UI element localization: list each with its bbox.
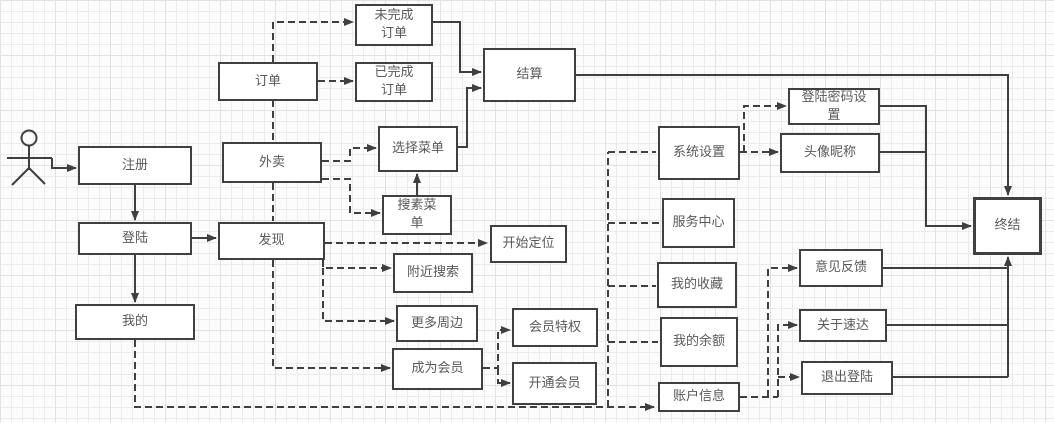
edge-password-end bbox=[880, 105, 972, 230]
node-register: 注册 bbox=[78, 146, 192, 185]
node-choose-menu: 选择菜单 bbox=[378, 126, 458, 172]
node-search-menu: 搜素菜单 bbox=[382, 195, 452, 235]
node-about-suda: 关于速达 bbox=[799, 309, 887, 342]
edge-takeout-choosemenu bbox=[322, 144, 377, 162]
edge-discover-morenearby bbox=[322, 268, 395, 325]
node-finished-orders: 已完成订单 bbox=[355, 62, 433, 102]
edge-accountinfo-feedback bbox=[767, 264, 798, 397]
node-become-member: 成为会员 bbox=[392, 348, 483, 390]
node-logout: 退出登陆 bbox=[801, 361, 893, 395]
node-more-nearby: 更多周边 bbox=[396, 305, 478, 342]
node-unfinished-orders: 未完成订单 bbox=[355, 4, 433, 46]
node-system-settings: 系统设置 bbox=[658, 126, 740, 180]
edge-settings-password bbox=[743, 102, 787, 152]
node-my-balance: 我的余额 bbox=[660, 317, 738, 367]
node-login: 登陆 bbox=[78, 222, 192, 255]
node-discover: 发现 bbox=[218, 222, 325, 260]
node-nearby-search: 附近搜索 bbox=[393, 253, 473, 293]
node-end: 终结 bbox=[973, 197, 1042, 255]
node-my-favorites: 我的收藏 bbox=[657, 262, 737, 308]
edge-choosemenu-checkout bbox=[458, 84, 482, 148]
edge-member-activate bbox=[497, 368, 511, 387]
node-password-settings: 登陆密码设置 bbox=[788, 88, 880, 125]
node-account-info: 账户信息 bbox=[658, 382, 740, 412]
node-feedback: 意见反馈 bbox=[799, 249, 883, 287]
edge-member-privileges bbox=[483, 326, 511, 369]
node-member-privileges: 会员特权 bbox=[512, 308, 598, 347]
edge-checkout-end bbox=[576, 74, 1012, 196]
edge-discover-nearbysearch bbox=[322, 260, 392, 272]
edge-mine-accountinfo bbox=[134, 340, 655, 411]
node-checkout: 结算 bbox=[483, 48, 576, 102]
edge-orders-unfinished bbox=[272, 18, 354, 62]
node-start-locating: 开始定位 bbox=[490, 225, 567, 263]
user-actor-icon bbox=[7, 129, 52, 186]
edge-user-register bbox=[51, 158, 77, 172]
node-orders: 订单 bbox=[218, 62, 318, 101]
edge-accountinfo-about bbox=[777, 321, 798, 397]
node-service-center: 服务中心 bbox=[662, 198, 735, 248]
node-mine: 我的 bbox=[75, 304, 195, 340]
node-takeout: 外卖 bbox=[222, 142, 322, 183]
edge-discover-becomemember bbox=[272, 260, 391, 372]
node-activate-member: 开通会员 bbox=[512, 362, 597, 405]
edge-unfinished-checkout bbox=[433, 21, 482, 76]
edge-takeout-searchmenu bbox=[322, 178, 381, 217]
node-avatar-nickname: 头像昵称 bbox=[780, 133, 880, 173]
